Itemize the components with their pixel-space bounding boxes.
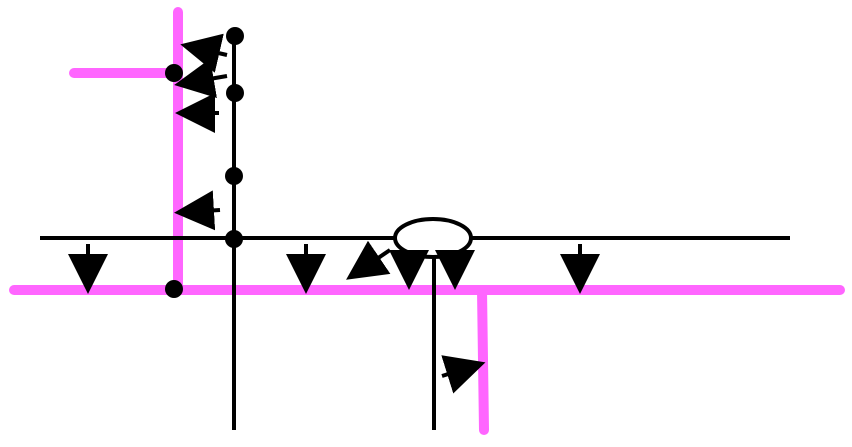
arrow-1: [180, 33, 228, 73]
arrow-4: [174, 190, 221, 231]
right-drop-pink: [477, 285, 489, 435]
dot-2: [165, 64, 183, 82]
arrow-7: [346, 240, 392, 280]
dot-6: [165, 280, 183, 298]
arrow-2: [174, 58, 228, 99]
junction-ellipse: [393, 217, 473, 259]
dot-3: [226, 84, 244, 102]
dot-1: [226, 27, 244, 45]
dot-5: [225, 230, 243, 248]
arrow-11: [441, 355, 486, 394]
dot-4: [225, 167, 243, 185]
